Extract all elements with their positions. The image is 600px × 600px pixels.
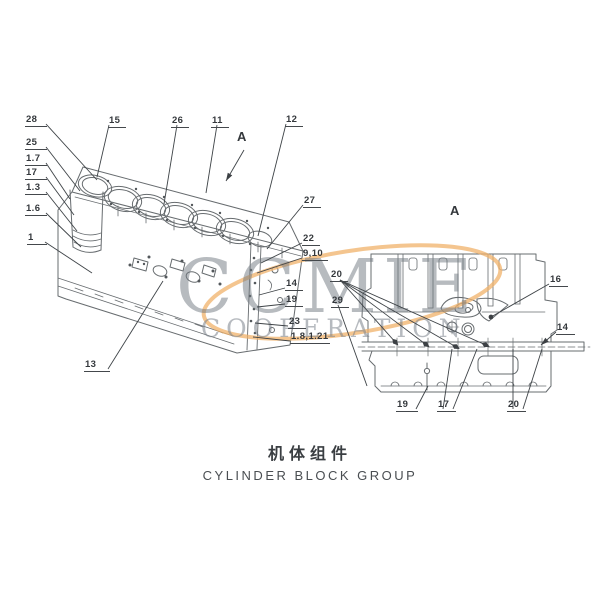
watermark-text: CCMIE bbox=[176, 244, 479, 330]
leader-line bbox=[44, 241, 93, 274]
leader-line bbox=[96, 124, 110, 178]
leader-line bbox=[107, 280, 164, 370]
callout-A: A bbox=[450, 203, 460, 218]
callout-25: 25 bbox=[25, 138, 47, 150]
watermark-subtext: COOPERATION bbox=[201, 314, 467, 343]
callout-1: 1 bbox=[27, 233, 47, 245]
leader-line bbox=[540, 331, 557, 346]
callout-16: 16 bbox=[549, 275, 568, 287]
title-block: 机体组件 CYLINDER BLOCK GROUP bbox=[155, 440, 465, 483]
leader-line bbox=[45, 212, 82, 248]
callout-A: A bbox=[237, 129, 247, 144]
callout-17: 17 bbox=[25, 168, 47, 180]
callout-17: 17 bbox=[437, 400, 456, 412]
page-title-cn: 机体组件 bbox=[267, 446, 352, 463]
callout-14: 14 bbox=[285, 279, 303, 291]
callout-13: 13 bbox=[84, 360, 110, 372]
callout-1-7: 1.7 bbox=[25, 154, 47, 166]
callout-27: 27 bbox=[303, 196, 321, 208]
leader-marker bbox=[488, 314, 494, 320]
leader-line bbox=[205, 124, 218, 194]
leader-line bbox=[452, 348, 478, 410]
callout-26: 26 bbox=[171, 116, 189, 128]
callout-12: 12 bbox=[285, 115, 303, 127]
leader-line bbox=[163, 124, 178, 205]
leader-line bbox=[257, 123, 287, 237]
callout-22: 22 bbox=[302, 234, 320, 246]
callout-9-10: 9,10 bbox=[302, 249, 328, 261]
leader-line bbox=[45, 123, 98, 181]
callout-19: 19 bbox=[285, 295, 303, 307]
leader-line bbox=[45, 162, 71, 200]
leader-line bbox=[45, 146, 81, 192]
callout-11: 11 bbox=[211, 116, 229, 128]
leader-marker bbox=[481, 342, 490, 348]
leader-marker bbox=[451, 344, 460, 349]
callout-23: 23 bbox=[288, 317, 306, 329]
callout-1-6: 1.6 bbox=[25, 204, 47, 216]
callout-15: 15 bbox=[108, 116, 126, 128]
leader-line bbox=[45, 191, 78, 232]
callout-20: 20 bbox=[330, 270, 348, 282]
callout-20: 20 bbox=[507, 400, 526, 412]
leader-line bbox=[266, 204, 304, 250]
callout-29: 29 bbox=[331, 296, 349, 308]
callout-28: 28 bbox=[25, 115, 47, 127]
leader-line bbox=[225, 149, 245, 182]
page-title-en: CYLINDER BLOCK GROUP bbox=[202, 468, 418, 483]
leader-line bbox=[45, 176, 75, 216]
callout-1-3: 1.3 bbox=[25, 183, 47, 195]
callout-1-8-1-21: 1.8,1.21 bbox=[290, 331, 330, 344]
callout-14: 14 bbox=[556, 323, 575, 335]
callout-19: 19 bbox=[396, 400, 418, 412]
leader-marker bbox=[541, 337, 549, 345]
leader-marker bbox=[226, 172, 233, 181]
leader-line bbox=[490, 283, 550, 318]
